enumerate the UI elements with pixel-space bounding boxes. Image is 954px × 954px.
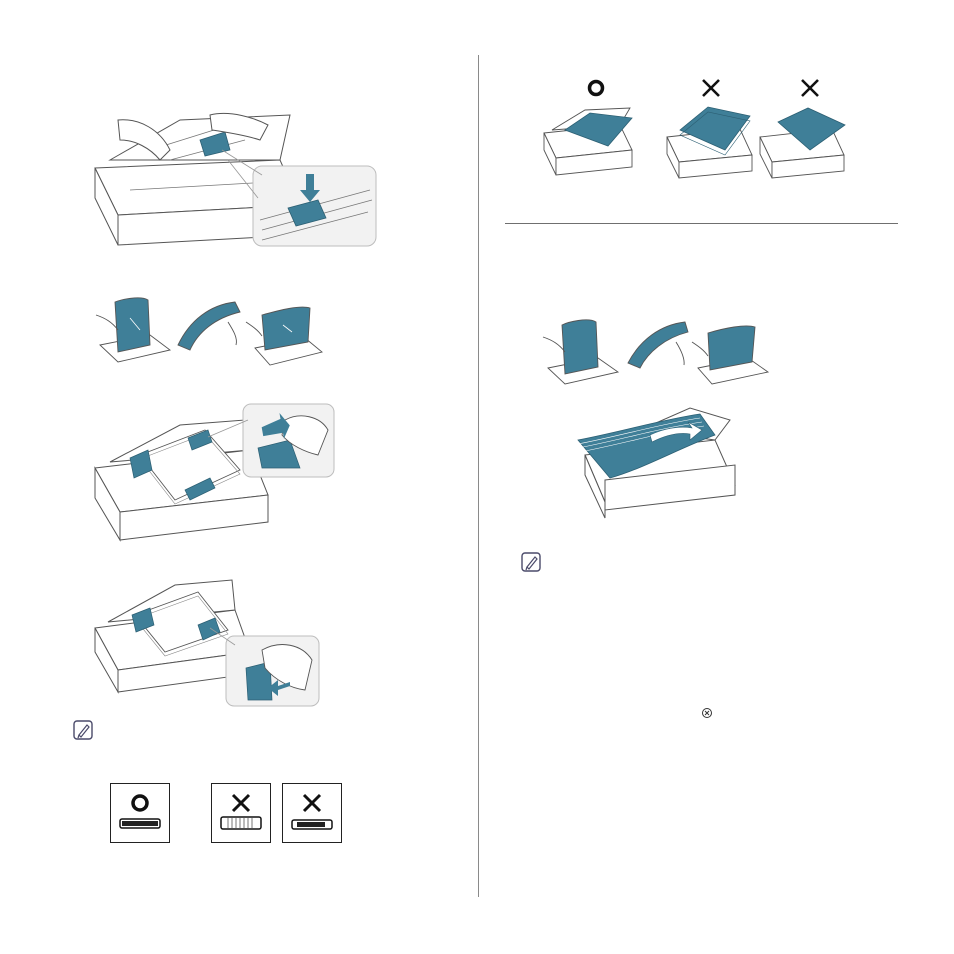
section-divider [505, 223, 898, 224]
correct-mark-icon [111, 784, 169, 842]
incorrect-mark-icon [802, 80, 818, 96]
stop-clear-button-icon [701, 707, 713, 719]
paper-level-indicator-misaligned [282, 783, 342, 843]
incorrect-mark-icon [703, 80, 719, 96]
incorrect-mark-icon [283, 784, 341, 842]
incorrect-mark-icon [212, 784, 270, 842]
correct-mark-icon [590, 82, 603, 95]
note-pencil-icon [521, 552, 543, 574]
paper-level-indicator-overfilled [211, 783, 271, 843]
note-pencil-icon [73, 720, 95, 742]
column-divider [478, 55, 479, 897]
paper-level-indicator-correct [110, 783, 170, 843]
